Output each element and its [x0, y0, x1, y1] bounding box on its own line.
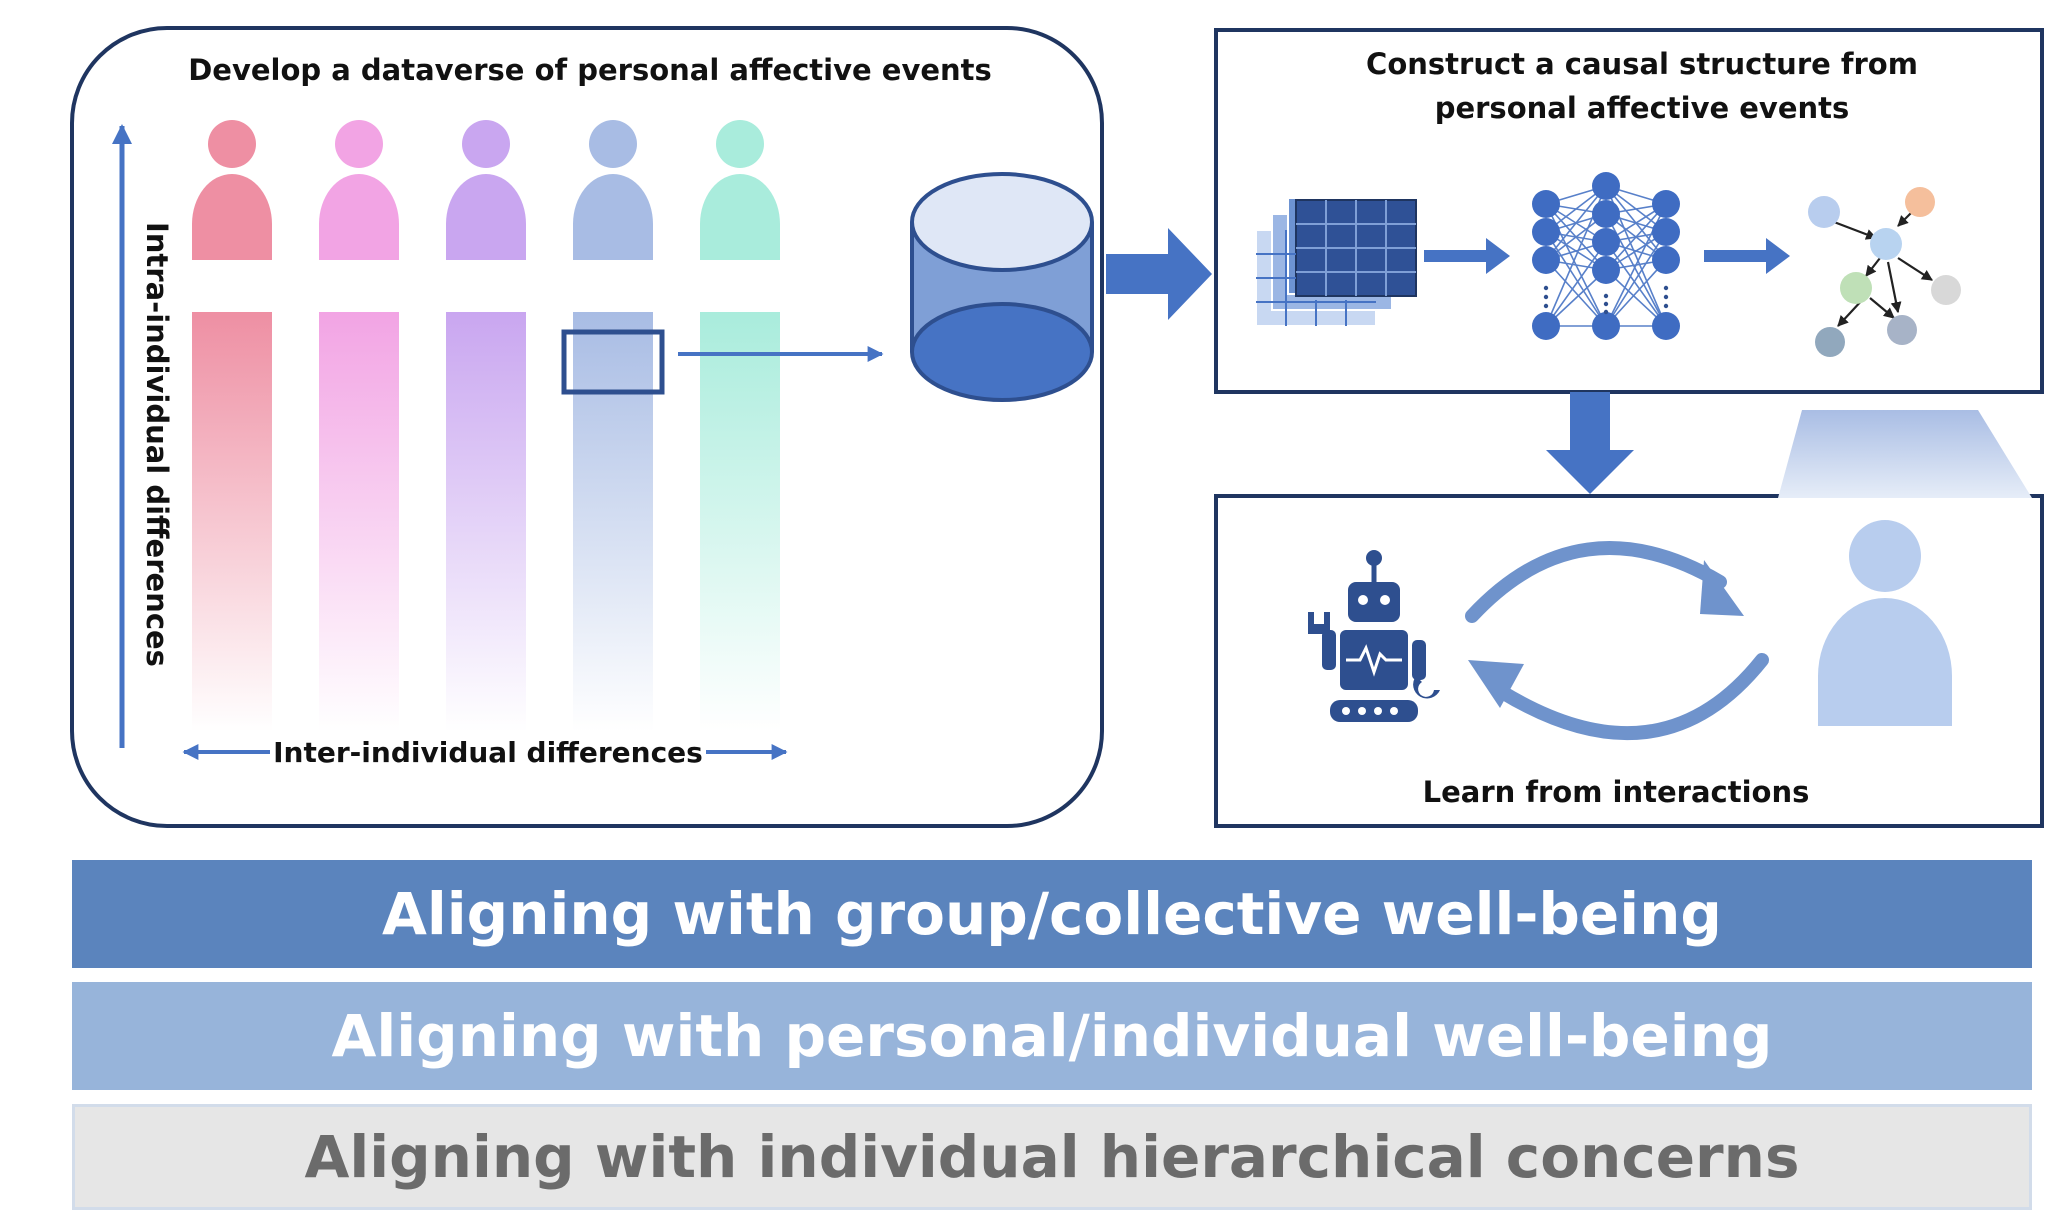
- group-wellbeing-band: Aligning with group/collective well-bein…: [72, 860, 2032, 968]
- person-teal: [700, 120, 780, 732]
- intra-axis-label: Intra-individual differences: [140, 222, 174, 667]
- causal-panel-title-line1: Construct a causal structure from: [1366, 47, 1918, 81]
- database-icon: [910, 172, 1094, 402]
- personal-wellbeing-label: Aligning with personal/individual well-b…: [331, 1002, 1773, 1070]
- interaction-cycle-icon: [1465, 541, 1769, 741]
- event-bar-blue: [573, 312, 653, 732]
- causal-to-interaction-arrow: [1546, 392, 1634, 494]
- person-purple: [446, 120, 526, 732]
- data-matrix-icon: [1255, 197, 1417, 327]
- interaction-panel-label: Learn from interactions: [1423, 775, 1810, 809]
- database-to-causal-arrow: [1106, 228, 1212, 320]
- personal-wellbeing-band: Aligning with personal/individual well-b…: [72, 982, 2032, 1090]
- event-bar-purple: [446, 312, 526, 732]
- causal-panel-title-line2: personal affective events: [1435, 91, 1850, 125]
- neural-network-icon: [1532, 172, 1680, 340]
- dataverse-panel-title: Develop a dataverse of personal affectiv…: [188, 53, 992, 87]
- person-magenta: [319, 120, 399, 732]
- user-icon: [1818, 520, 1952, 726]
- causal-graph-icon: [1808, 187, 1961, 357]
- person-pink: [192, 120, 272, 732]
- hierarchical-concerns-band: Aligning with individual hierarchical co…: [72, 1104, 2032, 1210]
- matrix-to-network-arrow: [1424, 238, 1510, 274]
- focus-beam: [1778, 410, 2032, 498]
- person-blue: [573, 120, 653, 732]
- selected-event-box: [561, 329, 665, 395]
- event-bar-pink: [192, 312, 272, 732]
- group-wellbeing-label: Aligning with group/collective well-bein…: [382, 880, 1722, 948]
- hierarchical-concerns-label: Aligning with individual hierarchical co…: [304, 1123, 1800, 1191]
- event-bar-magenta: [319, 312, 399, 732]
- causal-panel: Construct a causal structure from person…: [1214, 28, 2044, 394]
- inter-axis-label: Inter-individual differences: [273, 736, 703, 769]
- interaction-panel: Learn from interactions: [1214, 410, 2044, 828]
- dataverse-panel: Develop a dataverse of personal affectiv…: [70, 26, 1104, 828]
- network-to-graph-arrow: [1704, 238, 1790, 274]
- event-bar-teal: [700, 312, 780, 732]
- robot-icon: [1308, 550, 1440, 722]
